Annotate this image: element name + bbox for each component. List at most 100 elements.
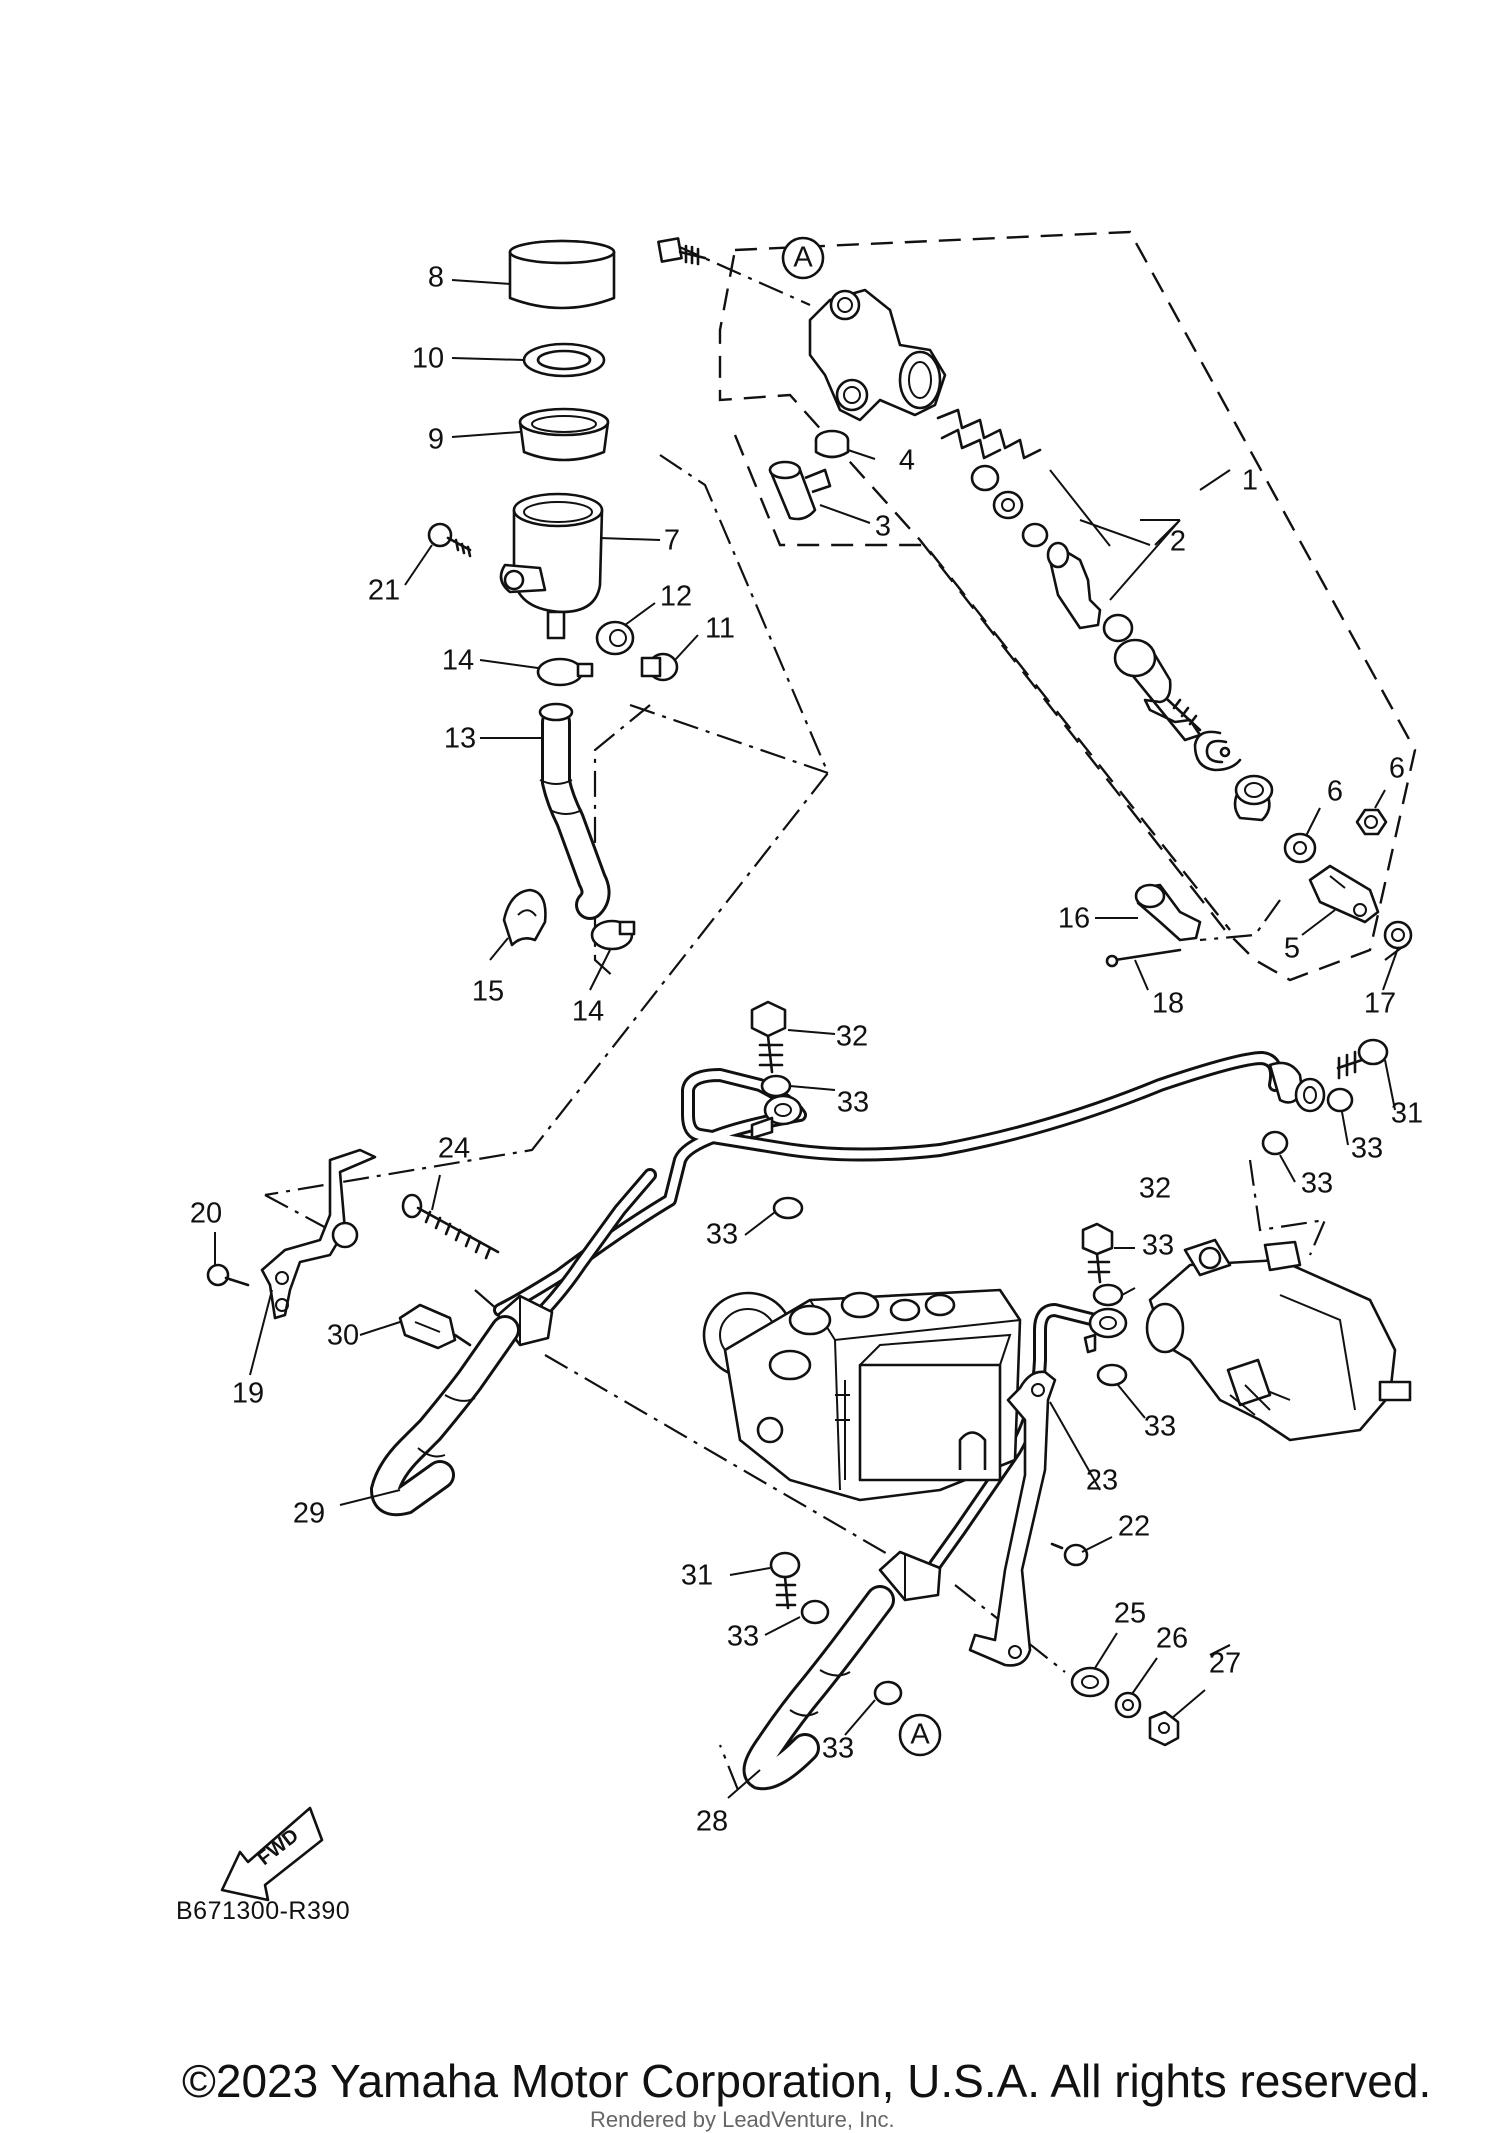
reservoir-diaphragm: [518, 407, 610, 462]
callout-25: 25: [1114, 1598, 1146, 1630]
union-bolt-31-lower: [769, 1551, 801, 1610]
callout-6-left: 6: [1327, 776, 1343, 808]
callout-32-lower: 32: [1139, 1173, 1171, 1205]
callout-33-f: 33: [1144, 1411, 1176, 1443]
callout-7: 7: [664, 525, 680, 557]
rear-caliper: [1145, 1238, 1412, 1442]
grommet: [595, 620, 635, 656]
callout-27: 27: [1209, 1648, 1241, 1680]
callout-29: 29: [293, 1498, 325, 1530]
inlet-fitting: [768, 460, 832, 521]
part-number: B671300-R390: [176, 1897, 351, 1925]
callout-28: 28: [696, 1806, 728, 1838]
hose-bracket-lower: [968, 1370, 1057, 1667]
callout-2: 2: [1170, 526, 1186, 558]
banjo-upper-left: [750, 1094, 803, 1140]
callout-26: 26: [1156, 1623, 1188, 1655]
reservoir-tank: [499, 492, 604, 640]
piston: [1046, 541, 1202, 742]
hose-clip-upper: [536, 657, 594, 687]
reservoir-bolt: [427, 522, 472, 558]
callout-31-upper: 31: [1391, 1098, 1423, 1130]
callout-4: 4: [899, 445, 915, 477]
banjo-upper-right: [1268, 1061, 1326, 1113]
brake-hose-upper: [369, 1315, 520, 1517]
return-spring: [936, 408, 1042, 460]
callout-12: 12: [660, 581, 692, 613]
callout-30: 30: [327, 1320, 359, 1352]
ref-marker-bottom: A: [898, 1713, 942, 1757]
gaskets: [760, 1074, 1354, 1706]
callout-33-a: 33: [837, 1087, 869, 1119]
copyright-notice: ©2023 Yamaha Motor Corporation, U.S.A. A…: [182, 2055, 1432, 2107]
callout-22: 22: [1118, 1511, 1150, 1543]
callout-31-lower: 31: [681, 1560, 713, 1592]
abs-unit: [702, 1288, 1022, 1502]
cotter-pin: [1105, 948, 1182, 968]
callout-1: 1: [1242, 465, 1258, 497]
master-cylinder-body: [808, 288, 947, 422]
callout-6-right: 6: [1389, 753, 1405, 785]
callout-33-h: 33: [822, 1733, 854, 1765]
callout-5: 5: [1284, 933, 1300, 965]
callout-11: 11: [705, 613, 735, 645]
callout-19: 19: [232, 1378, 264, 1410]
callout-33-d: 33: [706, 1219, 738, 1251]
nut-right: [1355, 808, 1388, 836]
callout-33-e: 33: [1142, 1230, 1174, 1262]
callout-16: 16: [1058, 903, 1090, 935]
long-bolt-24: [401, 1193, 500, 1260]
nut-27: [1148, 1710, 1180, 1747]
reservoir-group: [427, 239, 679, 951]
washer-25: [1070, 1666, 1110, 1698]
union-bolt-32-upper: [750, 1000, 787, 1074]
line-junction-lower: [878, 1550, 942, 1602]
callout-13: 13: [444, 723, 476, 755]
dust-boot: [1233, 774, 1274, 822]
callout-24: 24: [438, 1133, 470, 1165]
routing-lines: [264, 243, 1406, 1791]
hose-bracket-left: [260, 1148, 377, 1320]
callout-20: 20: [190, 1198, 222, 1230]
reservoir-plate: [522, 342, 606, 378]
banjo-mid: [1083, 1307, 1128, 1354]
circlip: [1193, 730, 1242, 772]
connector-30: [398, 1303, 472, 1350]
reservoir-cap: [508, 239, 616, 310]
callout-14-lower: 14: [572, 996, 604, 1028]
union-bolt-31-upper: [1336, 1038, 1389, 1080]
callout-3: 3: [875, 511, 891, 543]
fwd-arrow-icon: FWD: [220, 1806, 324, 1902]
callout-18: 18: [1152, 988, 1184, 1020]
clevis-washer: [1383, 920, 1413, 950]
callout-9: 9: [428, 424, 444, 456]
callout-15: 15: [472, 976, 504, 1008]
callout-33-c: 33: [1301, 1168, 1333, 1200]
master-cylinder-assembly-outline: [718, 230, 1417, 982]
callout-10: 10: [412, 343, 444, 375]
cylinder-washers: [970, 464, 1049, 548]
reservoir-hose: [538, 702, 611, 920]
union-bolt-32-lower: [1081, 1222, 1114, 1284]
cylinder-cap: [814, 429, 850, 459]
cylinder-bolt: [657, 237, 707, 266]
master-cylinder-group: [657, 237, 1413, 968]
callout-33-g: 33: [727, 1621, 759, 1653]
washer-26: [1114, 1691, 1142, 1719]
brake-hose-lower: [742, 1585, 895, 1791]
callout-8: 8: [428, 262, 444, 294]
bolt-22: [1050, 1542, 1089, 1567]
hose-protector: [502, 888, 547, 947]
callouts: 1 2 3 4 5 6 6 7 8 9 10 11 12 13 14 14 15…: [190, 262, 1423, 1838]
callout-21: 21: [368, 575, 400, 607]
callout-33-b: 33: [1351, 1133, 1383, 1165]
hose-clip-lower: [590, 919, 636, 951]
hose-joint: [640, 652, 679, 682]
callout-32-upper: 32: [836, 1021, 868, 1053]
callout-17: 17: [1364, 988, 1396, 1020]
clevis: [1308, 864, 1380, 924]
brake-lines-group: [493, 1051, 1326, 1602]
clevis-pin: [1134, 883, 1202, 942]
ref-marker-bottom-label: A: [910, 1719, 930, 1751]
